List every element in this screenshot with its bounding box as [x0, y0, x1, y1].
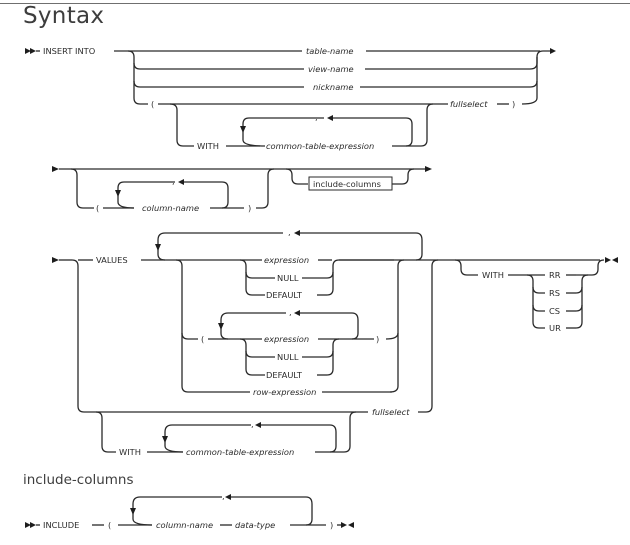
row-expression: row-expression — [253, 387, 316, 397]
start-double-arrow-icon — [25, 48, 40, 54]
table-name: table-name — [306, 46, 354, 56]
keyword-with-2: WITH — [119, 447, 141, 457]
end-arrow-icon — [605, 257, 618, 263]
data-type: data-type — [235, 520, 275, 530]
include-columns-ref: include-columns — [313, 179, 381, 189]
values-diagram: VALUES , expression NULL DEFAULT ( , — [52, 227, 618, 457]
include-columns-heading: include-columns — [23, 472, 134, 488]
isolation-rs: RS — [549, 288, 560, 298]
close-paren: ) — [512, 99, 515, 109]
column-list-diagram: ( , column-name ) include-columns — [52, 166, 432, 213]
keyword-default: DEFAULT — [266, 290, 303, 300]
close-paren: ) — [248, 203, 251, 213]
keyword-null-2: NULL — [277, 352, 299, 362]
open-paren: ( — [151, 99, 154, 109]
keyword-values: VALUES — [96, 255, 128, 265]
column-name: column-name — [156, 520, 213, 530]
repeat-separator-3: , — [251, 419, 254, 429]
repeat-separator-2: , — [289, 307, 292, 317]
keyword-with: WITH — [197, 141, 219, 151]
common-table-expression: common-table-expression — [266, 141, 374, 151]
repeat-separator: , — [288, 227, 291, 237]
common-table-expression-2: common-table-expression — [186, 447, 294, 457]
keyword-with-isolation: WITH — [482, 270, 504, 280]
open-paren: ( — [96, 203, 99, 213]
open-paren-2: ( — [201, 334, 204, 344]
start-double-arrow-icon — [25, 522, 40, 528]
nickname: nickname — [313, 82, 353, 92]
view-name: view-name — [308, 64, 354, 74]
expression: expression — [264, 255, 309, 265]
keyword-include: INCLUDE — [43, 520, 79, 530]
isolation-cs: CS — [549, 306, 560, 316]
repeat-separator: , — [222, 491, 225, 501]
isolation-ur: UR — [549, 323, 561, 333]
isolation-rr: RR — [549, 270, 561, 280]
column-name: column-name — [142, 203, 199, 213]
syntax-heading: Syntax — [23, 3, 105, 29]
repeat-separator: , — [315, 112, 318, 122]
keyword-insert-into: INSERT INTO — [43, 46, 96, 56]
expression-2: expression — [264, 334, 309, 344]
keyword-default-2: DEFAULT — [266, 370, 303, 380]
open-paren: ( — [108, 520, 111, 530]
fullselect: fullselect — [450, 99, 488, 109]
keyword-null: NULL — [277, 273, 299, 283]
end-arrow-icon — [341, 522, 354, 528]
close-paren: ) — [330, 520, 333, 530]
repeat-separator: , — [172, 176, 175, 186]
close-paren-2: ) — [376, 334, 379, 344]
top-divider — [0, 3, 630, 4]
insert-into-diagram: INSERT INTO table-name view-name nicknam… — [25, 46, 556, 151]
fullselect: fullselect — [372, 407, 410, 417]
include-diagram: INCLUDE ( , column-name data-type ) — [25, 491, 354, 530]
